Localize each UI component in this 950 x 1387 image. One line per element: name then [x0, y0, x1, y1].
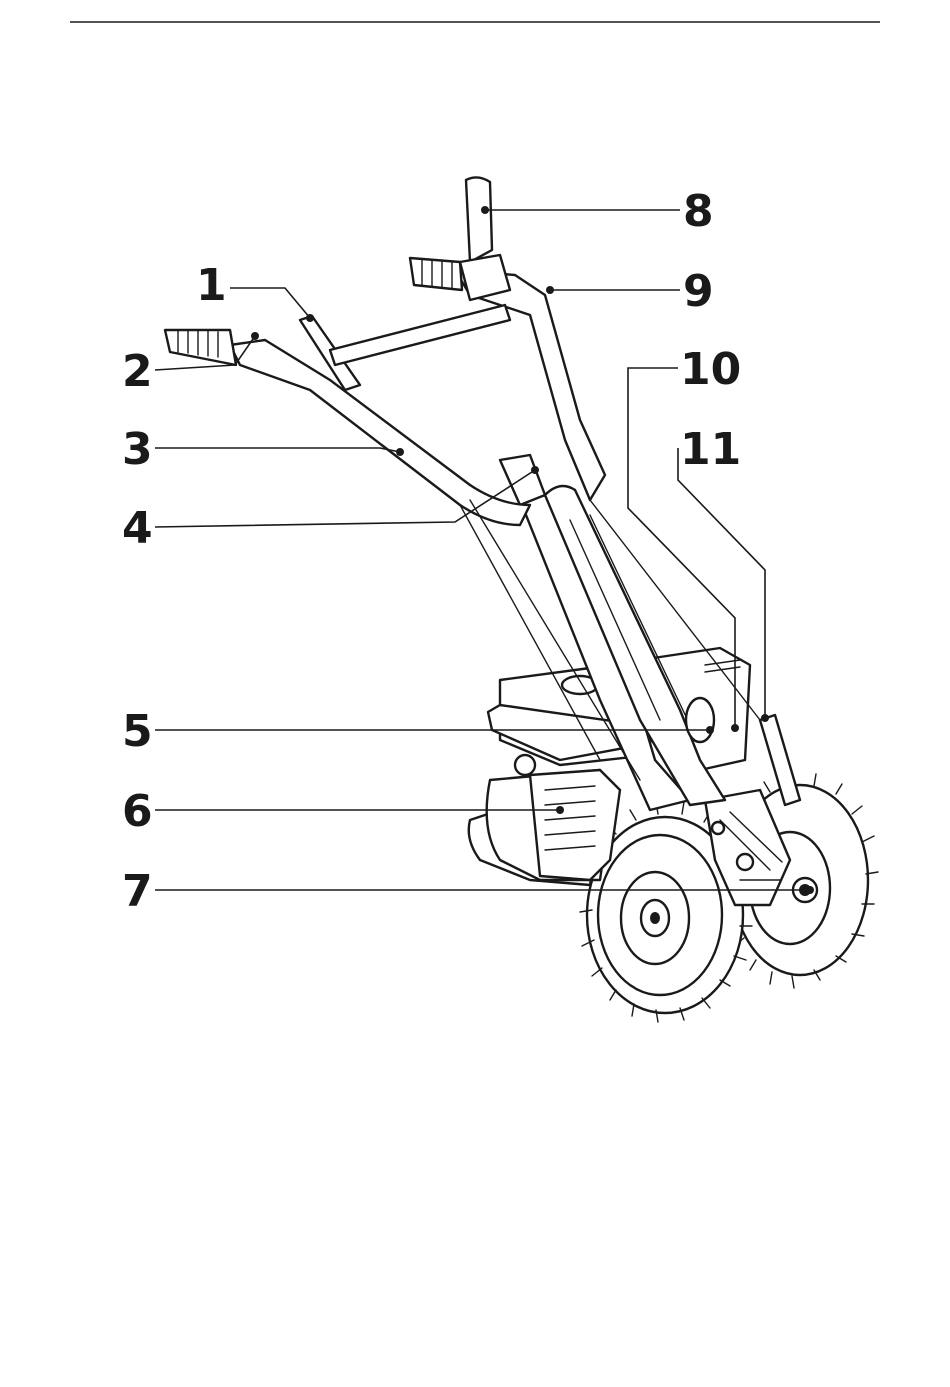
- callout-6: 6: [122, 786, 153, 837]
- callout-8: 8: [683, 186, 714, 237]
- callout-10: 10: [680, 344, 741, 395]
- leader-3: [155, 448, 400, 452]
- callout-9: 9: [683, 266, 714, 317]
- callout-2: 2: [122, 346, 153, 397]
- callout-7: 7: [122, 866, 153, 917]
- callout-4: 4: [122, 503, 153, 554]
- callout-3: 3: [122, 424, 153, 475]
- callout-5: 5: [122, 706, 153, 757]
- engine: [469, 755, 620, 885]
- callout-11: 11: [680, 424, 741, 475]
- leader-1: [230, 288, 310, 318]
- tiller-illustration: [165, 177, 878, 1022]
- callout-1: 1: [196, 260, 227, 311]
